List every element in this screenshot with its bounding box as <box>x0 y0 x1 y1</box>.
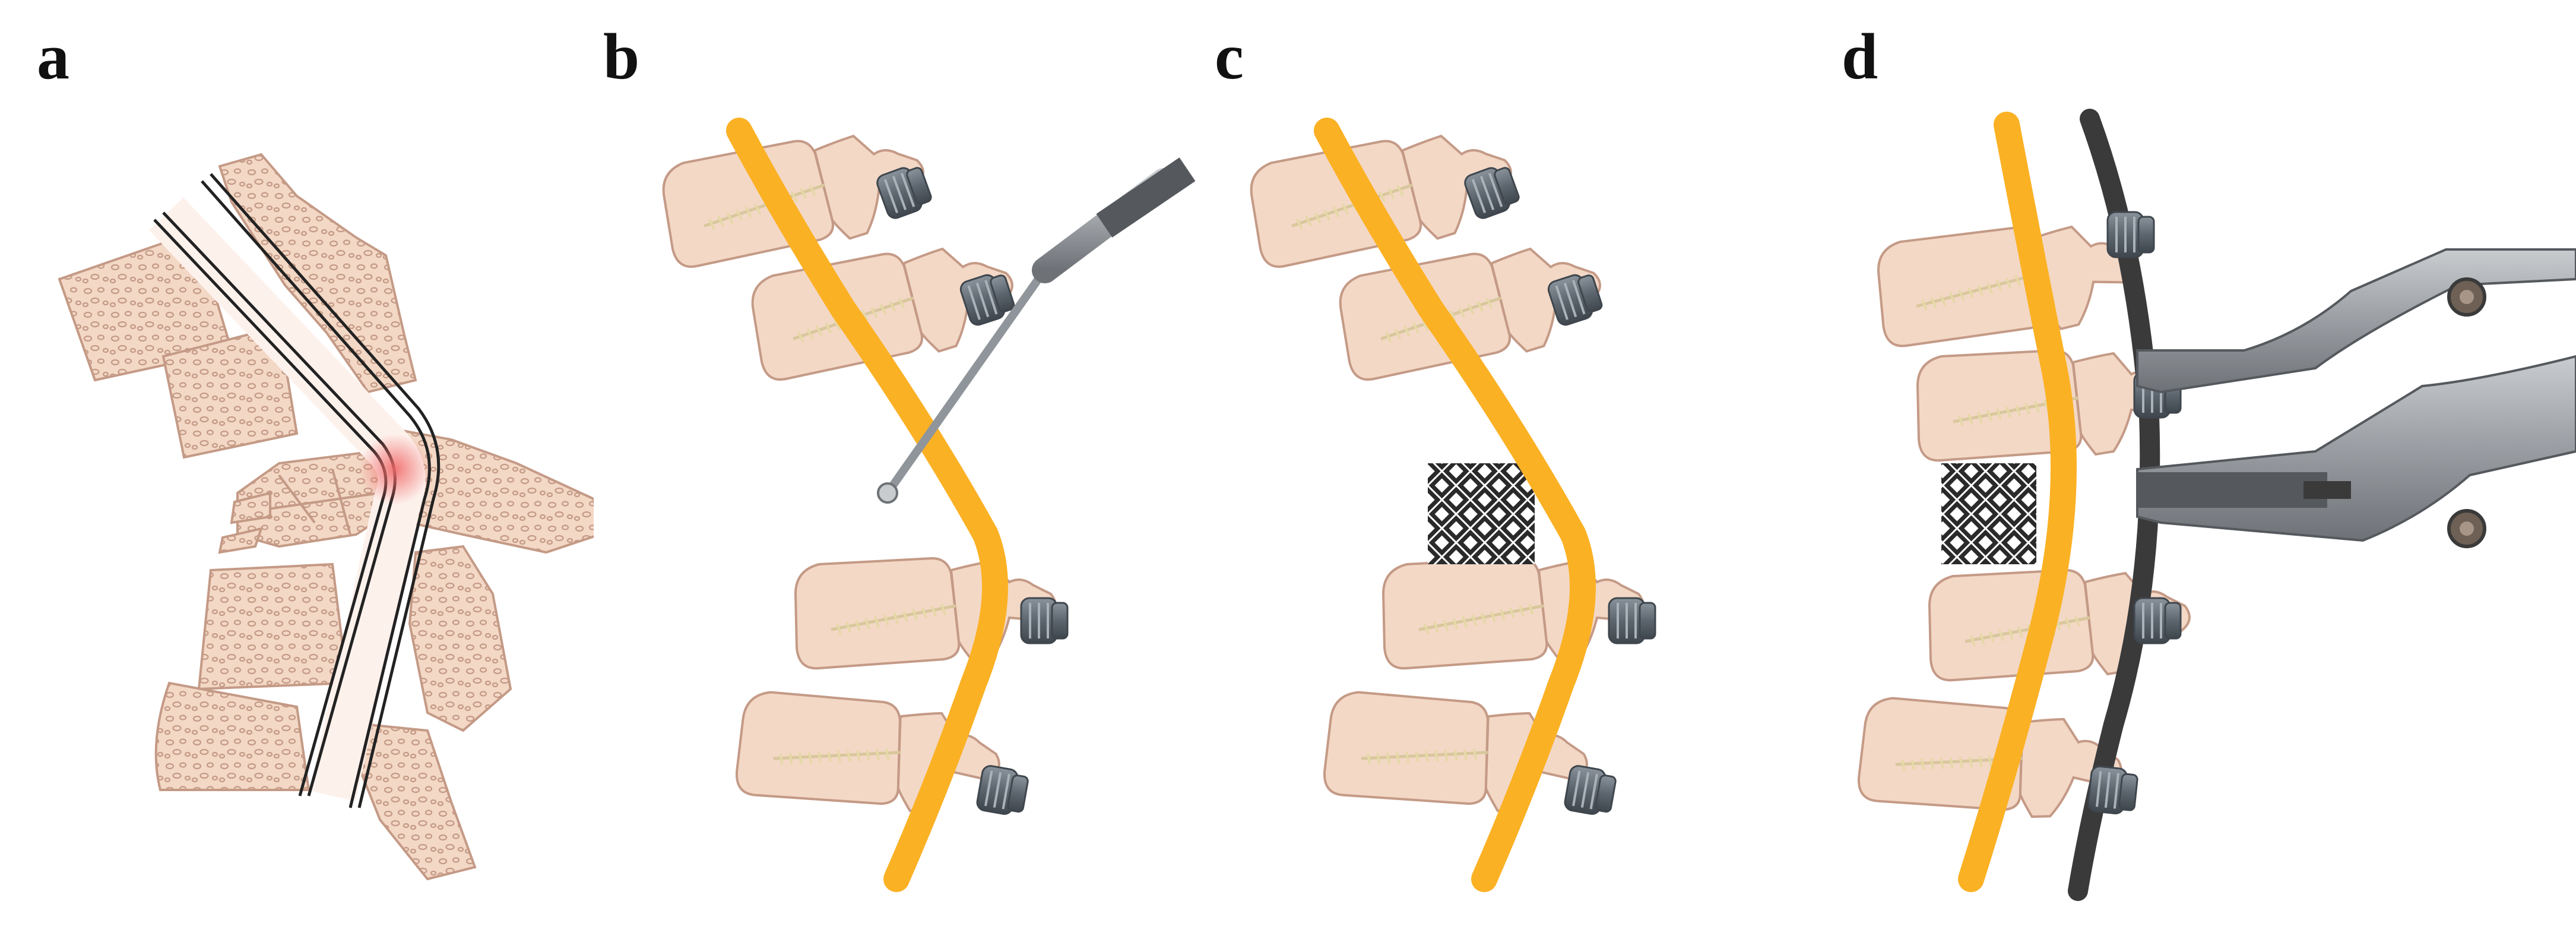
pedicle-screw-icon <box>2133 597 2182 644</box>
vertebra-with-screw-3 <box>1383 558 1643 668</box>
fracture-spine-illustration <box>58 153 594 881</box>
compression-highlight <box>359 434 430 505</box>
spinal-cord <box>726 118 1008 892</box>
vertebral-body-5 <box>154 681 310 791</box>
panel-label: a <box>37 20 69 93</box>
mesh-cage-icon <box>1428 463 1535 564</box>
pedicle-screw-icon <box>1608 597 1656 644</box>
vertebral-body-2 <box>161 325 299 459</box>
panel-b: b <box>594 0 1235 942</box>
pedicle-screw-icon <box>1562 763 1618 818</box>
rod-distraction-illustration <box>1829 109 2576 901</box>
mesh-cage-icon <box>1941 463 2036 564</box>
vertebra-with-screw-3 <box>796 558 1056 668</box>
panel-label: b <box>603 20 640 93</box>
panel-c: c <box>1199 0 1840 942</box>
panel-label: d <box>1842 20 1878 93</box>
panel-label: c <box>1215 20 1244 93</box>
distractor-icon <box>2136 248 2576 548</box>
probe-icon <box>877 157 1196 504</box>
spinal-cord <box>1314 118 1596 892</box>
panel-d: d <box>1829 0 2576 942</box>
pedicle-screw-icon <box>1020 597 1069 644</box>
pedicle-screw-icon <box>974 763 1031 818</box>
cage-placement-illustration <box>1199 118 1656 892</box>
vertebral-body-4 <box>197 562 349 691</box>
fractured-vertebral-body <box>218 450 394 554</box>
pedicle-screw-icon <box>2106 211 2155 258</box>
probe-decompression-illustration <box>594 118 1196 892</box>
vertebra-with-screw-1 <box>1876 219 2143 347</box>
panel-a: a <box>0 0 594 942</box>
spinal-cord <box>1958 112 2077 892</box>
spinal-canal <box>148 173 441 808</box>
pedicle-screw-icon <box>2086 764 2140 817</box>
